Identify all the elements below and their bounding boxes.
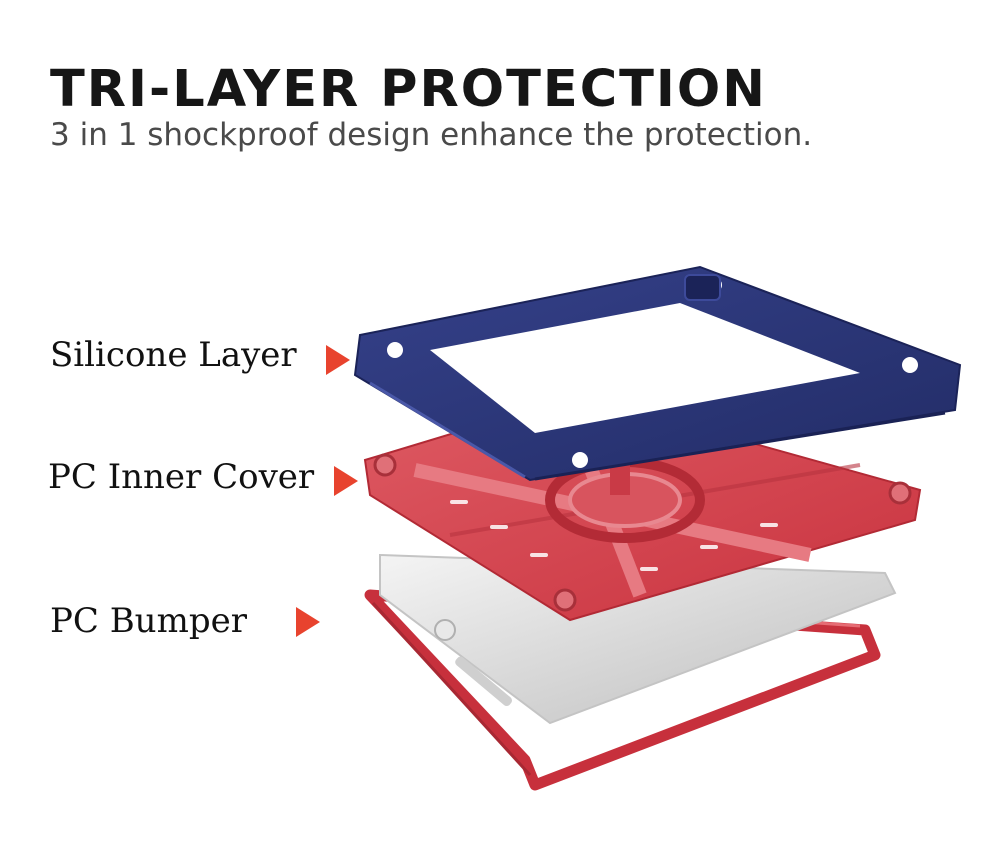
label-silicone-layer: Silicone Layer [50,335,297,375]
arrow-silicone-layer-icon [326,345,350,375]
arrow-pc-bumper-icon [296,607,320,637]
label-pc-bumper: PC Bumper [50,601,247,641]
headline-title: TRI-LAYER PROTECTION [50,60,767,119]
tablet-device [379,553,897,725]
arrow-pc-inner-cover-icon [334,466,358,496]
case-layers-illustration [353,265,962,791]
silicone-layer-frame [353,265,962,482]
label-pc-inner-cover: PC Inner Cover [48,457,315,497]
headline-subtitle: 3 in 1 shockproof design enhance the pro… [50,117,813,153]
